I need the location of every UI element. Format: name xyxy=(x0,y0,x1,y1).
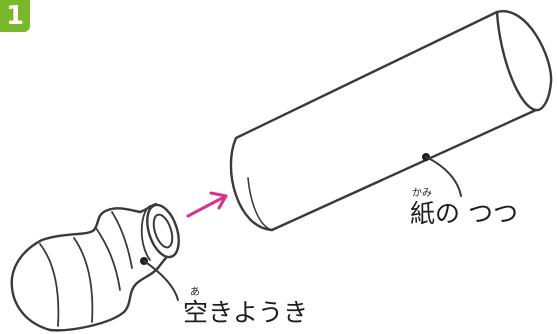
tube-label: 紙の つつ xyxy=(410,199,518,228)
insert-arrow xyxy=(186,191,228,218)
bottle-label: 空きようき xyxy=(183,298,309,327)
tube-leader-line xyxy=(422,153,462,197)
tube-label-ruby: かみ xyxy=(412,188,432,199)
paper-tube xyxy=(229,10,553,232)
empty-bottle xyxy=(10,202,180,332)
bottle-label-ruby: あ xyxy=(190,287,200,298)
bottle-leader-line xyxy=(140,257,179,301)
step-number-badge: 1 xyxy=(0,0,30,32)
